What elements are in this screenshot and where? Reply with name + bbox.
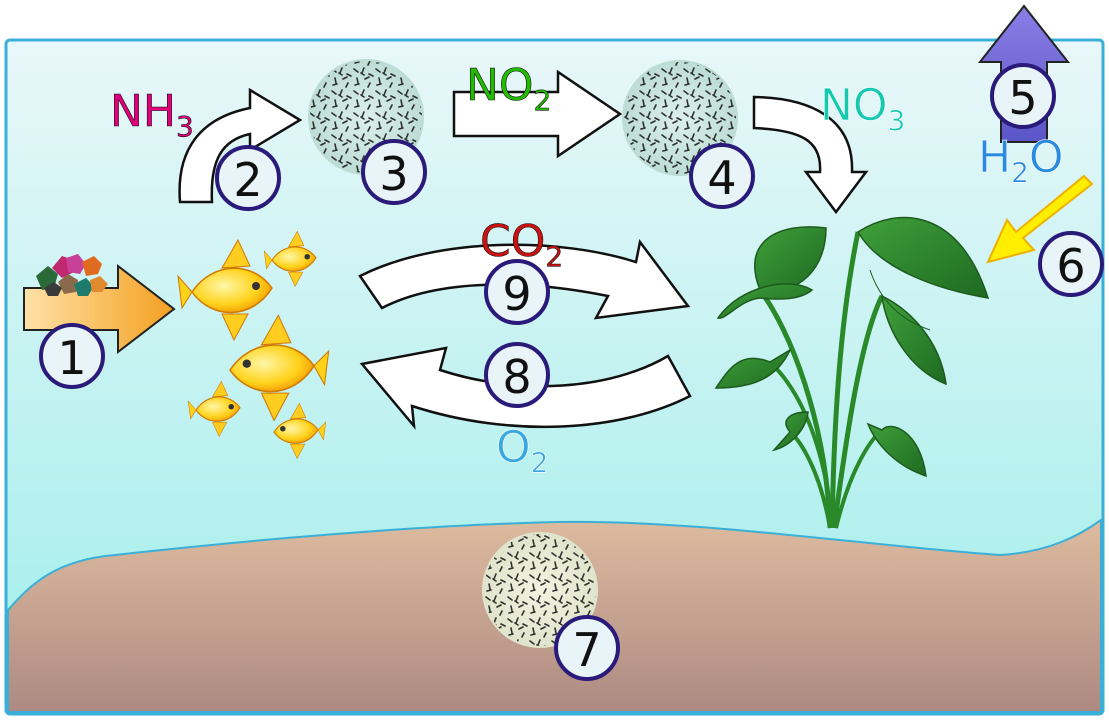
svg-text:4: 4 [707,151,736,205]
svg-text:3: 3 [379,147,408,201]
badge-3: 3 [361,139,427,205]
badge-9: 9 [484,259,550,325]
badge-7: 7 [554,615,620,681]
light-arrow [986,174,1094,264]
nitrite-arrow [452,69,623,159]
co2-label: CO2 [480,216,563,273]
ammonia-label: NH3 [110,86,194,143]
nitrite-label: NO2 [466,60,551,117]
badge-6: 6 [1038,231,1104,297]
svg-text:2: 2 [233,153,262,207]
food-arrow [23,263,176,355]
badge-5: 5 [990,63,1056,129]
badge-2: 2 [215,145,281,211]
svg-text:8: 8 [502,350,531,404]
ammonia-arrow [178,87,303,204]
fish-food-flakes [36,254,108,296]
badge-1: 1 [39,323,105,389]
nitrate-label: NO3 [820,80,905,137]
badge-8: 8 [484,342,550,408]
svg-text:1: 1 [57,331,86,385]
water-label: H2O [978,132,1064,189]
badge-4: 4 [689,143,755,209]
svg-text:6: 6 [1056,239,1085,293]
o2-label: O2 [496,422,548,479]
fish-group [177,230,330,460]
svg-text:7: 7 [572,623,601,677]
svg-text:9: 9 [502,267,531,321]
aquatic-plant [714,216,990,529]
svg-text:5: 5 [1008,71,1037,125]
nitrate-arrow [752,95,869,215]
